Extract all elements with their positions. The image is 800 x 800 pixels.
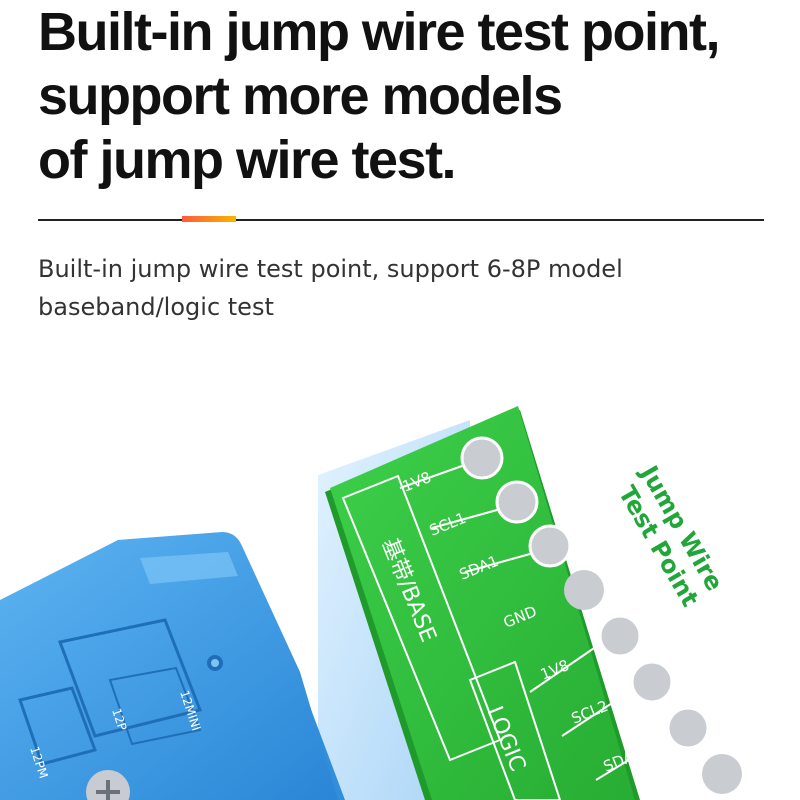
pad-base-gnd [564,570,604,610]
pad-logic-sda2 [666,706,710,750]
test-pads [460,436,742,794]
fixture-label-12p: 12P [109,707,129,733]
pcb-board: 基带/BASE LOGIC 1V8 SCL1 SDA1 GND [325,406,742,800]
headline-line-1: Built-in jump wire test point, [38,2,720,62]
blue-fixture: 12PM 12P 12MINI [0,532,345,800]
product-illustration: 12PM 12P 12MINI 基带/BASE LOGIC [0,380,800,800]
subtitle-line-1: Built-in jump wire test point, support 6… [38,255,623,283]
divider-accent [182,216,236,222]
headline-line-3: of jump wire test. [38,130,457,190]
headline-line-2: support more models [38,66,563,126]
pad-logic-extra [702,754,742,794]
divider-rule [38,219,764,221]
pad-base-sda1 [528,524,572,568]
headline: Built-in jump wire test point, support m… [38,0,778,192]
pad-base-scl1 [495,480,539,524]
pad-logic-scl2 [630,660,674,704]
pad-logic-1v8 [598,614,642,658]
subtitle-line-2: baseband/logic test [38,293,274,321]
subtitle: Built-in jump wire test point, support 6… [38,250,738,326]
pad-base-1v8 [460,436,504,480]
